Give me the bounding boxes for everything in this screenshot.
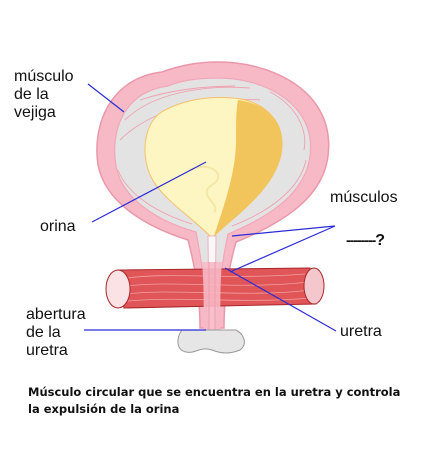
- label-opening: abertura de la uretra: [26, 306, 86, 360]
- answer-blank: --------: [346, 232, 376, 248]
- label-urine: orina: [40, 218, 76, 235]
- label-opening-line1: abertura: [26, 306, 86, 323]
- urethra-over-muscle: [202, 262, 222, 330]
- label-opening-line2: de la: [26, 324, 61, 341]
- pointer-lines: [84, 83, 337, 332]
- label-bladder-muscle-line1: músculo: [14, 68, 74, 85]
- label-urethra: uretra: [340, 323, 382, 340]
- label-bladder-muscle-line3: vejiga: [14, 104, 56, 121]
- question-mark: ?: [375, 232, 386, 249]
- label-bladder-muscle-line2: de la: [14, 86, 49, 103]
- label-bladder-muscle: músculo de la vejiga: [14, 68, 74, 122]
- urethral-opening: [177, 329, 245, 354]
- urine-shade: [214, 100, 283, 236]
- caption: Músculo circular que se encuentra en la …: [28, 385, 401, 416]
- label-blank-answer: --------?: [346, 231, 385, 250]
- urine-ripple: [189, 165, 219, 213]
- label-opening-line3: uretra: [26, 342, 68, 359]
- label-muscles: músculos: [330, 189, 398, 206]
